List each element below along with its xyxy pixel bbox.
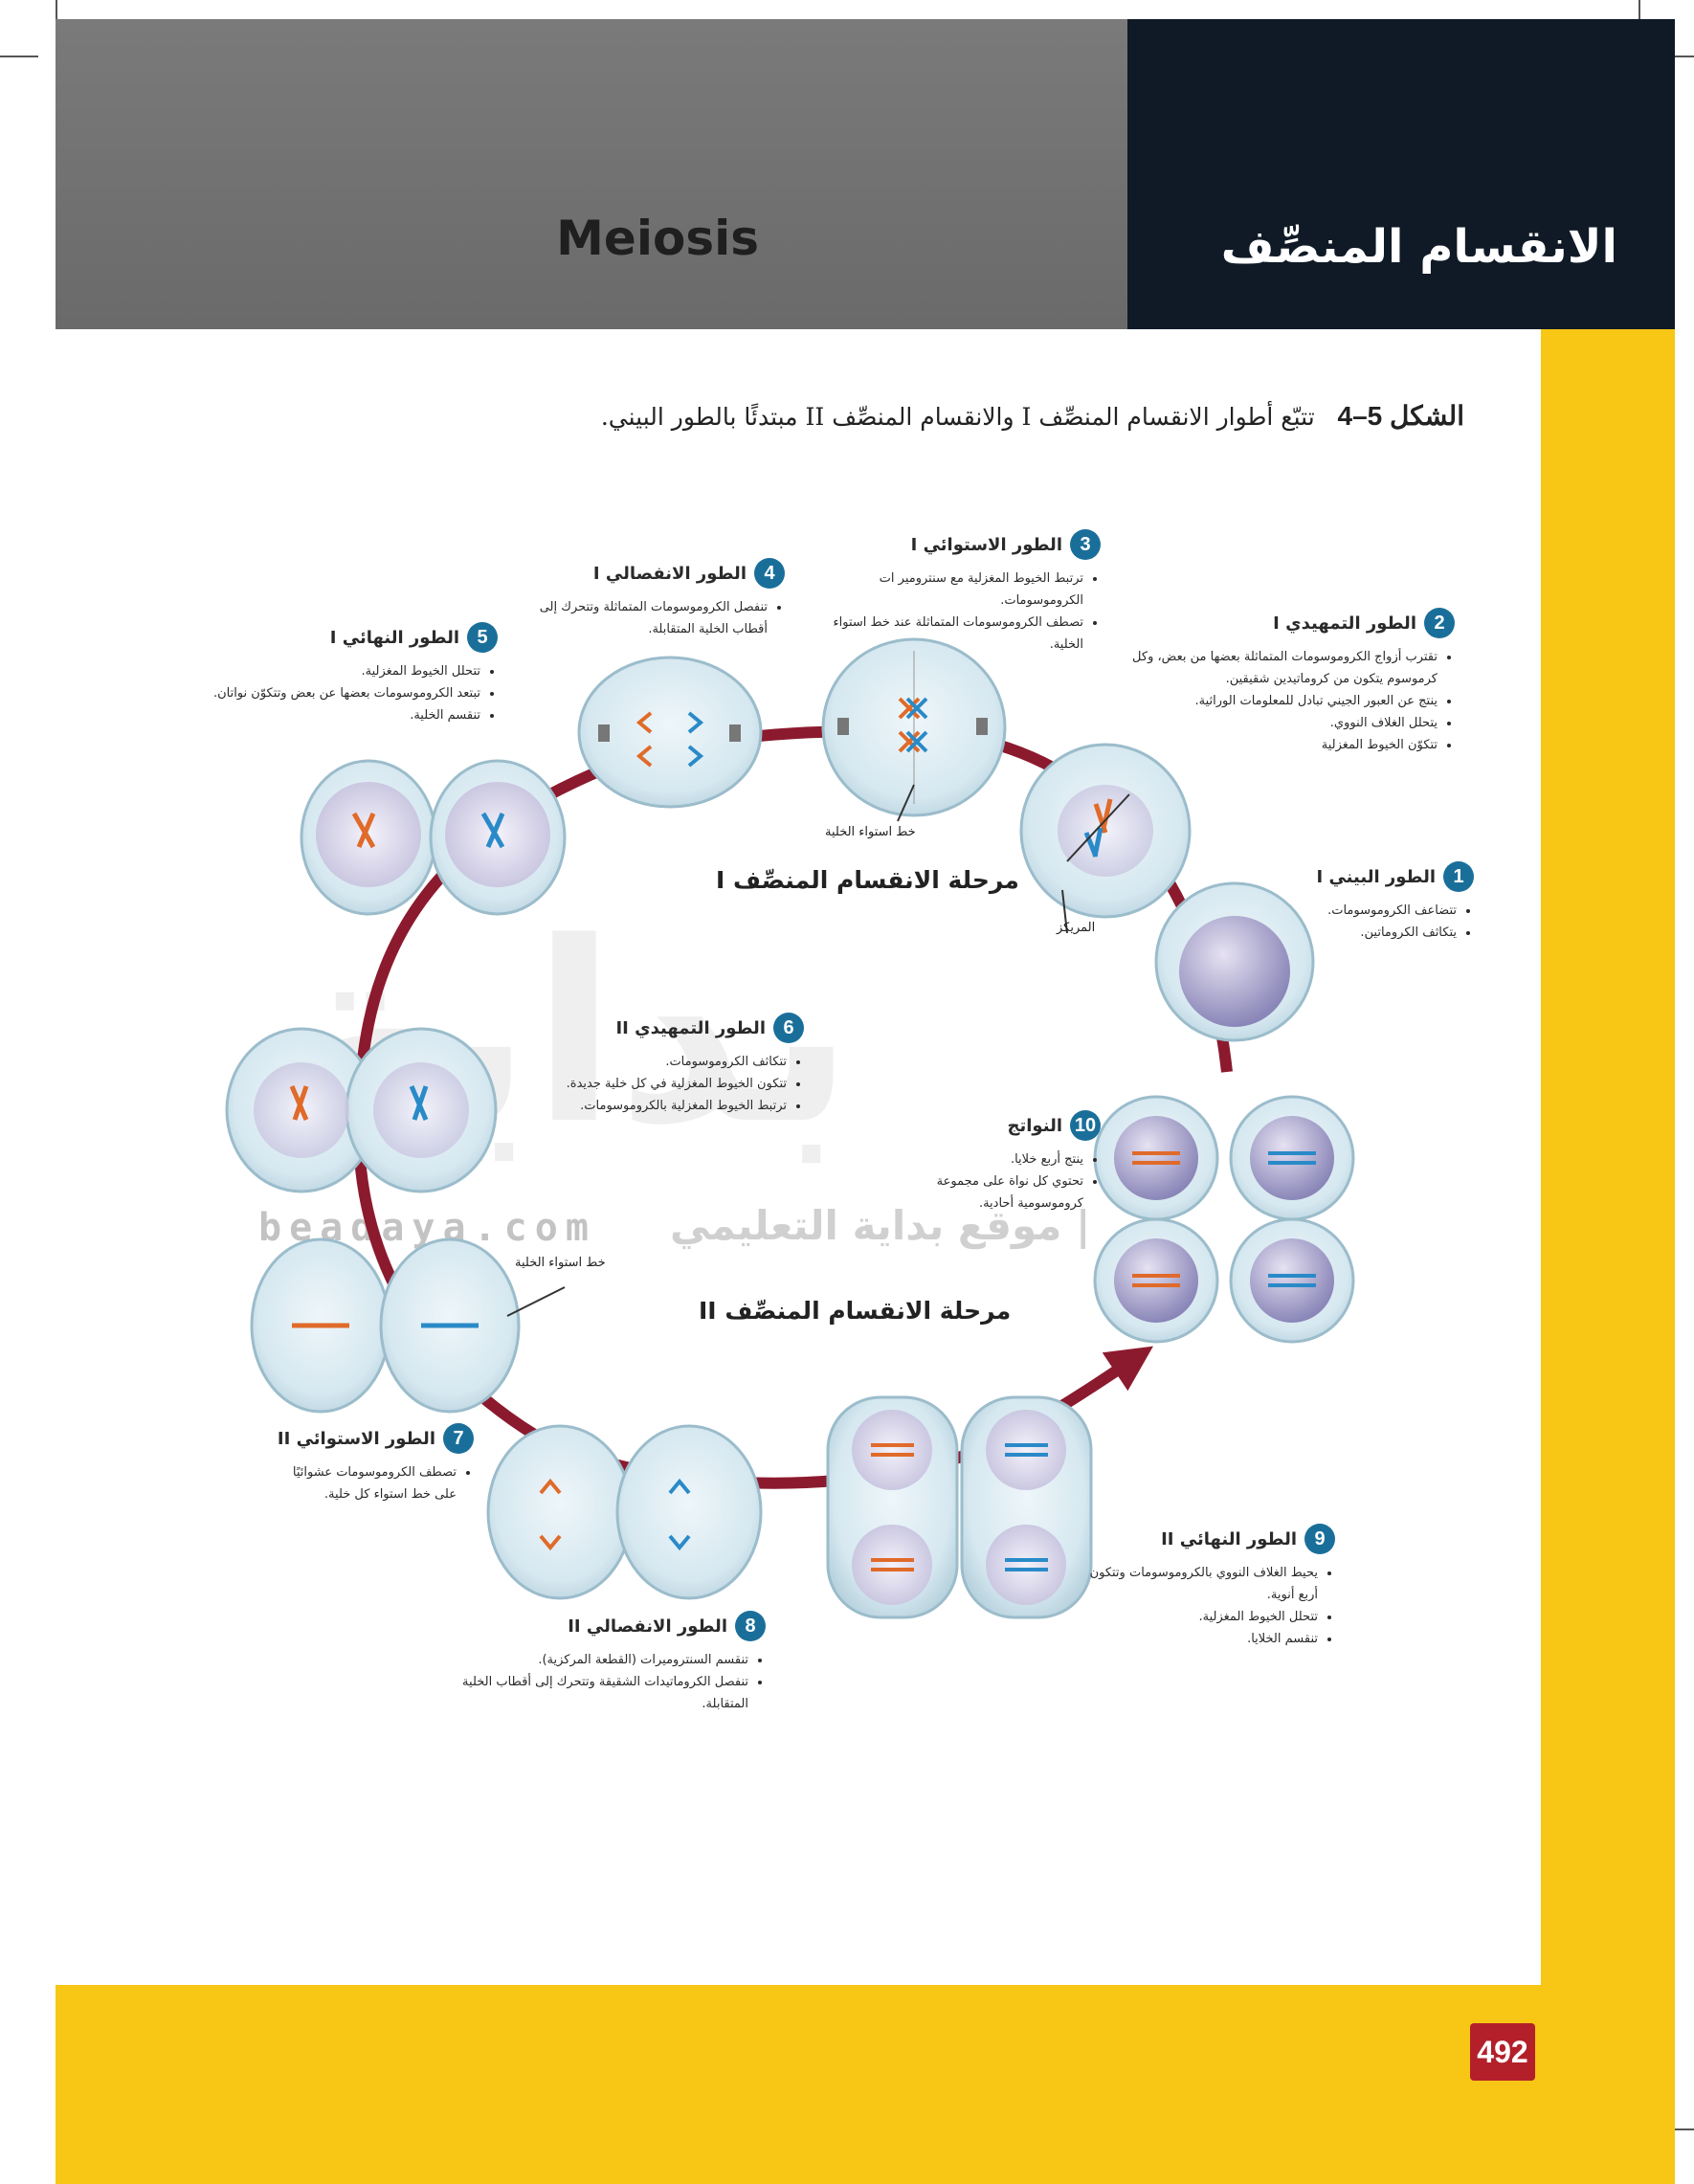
stage-item: تنفصل الكروماتيدات الشقيقة وتتحرك إلى أق… (421, 1671, 748, 1715)
stage-10: 10 النواتج ينتج أربع خلايا.تحتوي كل نواة … (880, 1110, 1101, 1215)
stage-1: 1 الطور البيني I تتضاعف الكروموسومات.يتكا… (1282, 861, 1474, 944)
stage-item: تتكون الخيوط المغزلية في كل خلية جديدة. (507, 1073, 787, 1095)
stage-title: الطور التمهيدي II (615, 1017, 766, 1038)
cell-interphase (1154, 881, 1315, 1042)
stage-item: تتحلل الخيوط المغزلية. (1086, 1606, 1319, 1628)
cell-prophase-1 (1019, 743, 1192, 919)
stage-title: الطور الاستوائي II (277, 1428, 435, 1449)
header-dark-band: الانقسام المنصِّف (1127, 19, 1675, 329)
centriole-label: المريكز (1057, 921, 1096, 935)
equator-label-1: خط استواء الخلية (825, 825, 916, 839)
cell-products (1093, 1095, 1355, 1344)
stage-title: الطور البيني I (1316, 866, 1436, 887)
stage-item: تتكاثف الكروموسومات. (507, 1051, 787, 1073)
stage-item: تتكوّن الخيوط المغزلية (1101, 734, 1438, 756)
cell-metaphase-2 (250, 1237, 566, 1414)
stage-item: ترتبط الخيوط المغزلية بالكروموسومات. (507, 1095, 787, 1117)
stage-badge: 5 (467, 622, 498, 653)
stage-item: تتحلل الخيوط المغزلية. (187, 660, 481, 682)
stage-3: 3 الطور الاستوائي I ترتبط الخيوط المغزلية… (804, 529, 1101, 656)
stage-title: النواتج (1007, 1115, 1062, 1136)
stage-4: 4 الطور الانفصالي I تنفصل الكروموسومات ال… (536, 558, 785, 640)
stage-item: تقترب أزواج الكروموسومات المتماثلة بعضها… (1101, 646, 1438, 690)
stage-item: تنفصل الكروموسومات المتماثلة وتتحرك إلى … (536, 596, 768, 640)
stage-item: ينتج أربع خلايا. (880, 1148, 1083, 1170)
stage-item: تحتوي كل نواة على مجموعة كروموسومية أحاد… (880, 1170, 1083, 1215)
cell-anaphase-2 (486, 1424, 763, 1600)
stage-badge: 10 (1070, 1110, 1101, 1141)
cell-telophase-2 (826, 1395, 1093, 1619)
stage-item: ينتج عن العبور الجيني تبادل للمعلومات ال… (1101, 690, 1438, 712)
stage-badge: 8 (735, 1611, 766, 1641)
cell-anaphase-1 (577, 656, 763, 809)
stage-item: تتضاعف الكروموسومات. (1282, 900, 1457, 922)
stage-badge: 3 (1070, 529, 1101, 560)
stage-item: تصطف الكروموسومات عشوائيًا على خط استواء… (273, 1461, 457, 1505)
stage-title: الطور التمهيدي I (1273, 613, 1416, 634)
cell-prophase-2 (225, 1027, 498, 1193)
equator-label-2: خط استواء الخلية (515, 1256, 606, 1270)
phase-title-meiosis1: مرحلة الانقسام المنصِّف I (716, 866, 1019, 894)
stage-item: يتكاثف الكروماتين. (1282, 922, 1457, 944)
stage-badge: 7 (443, 1423, 474, 1454)
stage-badge: 6 (773, 1013, 804, 1043)
stage-item: تنقسم الخلايا. (1086, 1628, 1318, 1650)
figure-caption: الشكل 5–4 تتبّع أطوار الانقسام المنصِّف … (601, 400, 1464, 432)
stage-8: 8 الطور الانفصالي II تنقسم السنتروميرات (… (421, 1611, 766, 1715)
stage-badge: 1 (1443, 861, 1474, 892)
stage-badge: 2 (1424, 608, 1455, 638)
stage-item: يحيط الغلاف النووي بالكروموسومات وتتكون … (1086, 1562, 1318, 1606)
watermark-site: | موقع بداية التعليمي (670, 1202, 1091, 1249)
crop-mark (1656, 56, 1694, 57)
cell-telophase-1 (300, 759, 567, 916)
stage-title: الطور النهائي II (1161, 1528, 1297, 1549)
figure-label: الشكل 5–4 (1337, 401, 1464, 431)
stage-item: ترتبط الخيوط المغزلية مع سنترومير ات الك… (804, 568, 1083, 612)
stage-9: 9 الطور النهائي II يحيط الغلاف النووي بال… (1086, 1524, 1335, 1650)
header-title-ar: الانقسام المنصِّف (1220, 220, 1617, 274)
stage-item: تنقسم الخلية. (187, 704, 480, 726)
crop-mark (1656, 2128, 1694, 2130)
equator-leader-line (897, 784, 915, 822)
stage-title: الطور الانفصالي II (568, 1616, 727, 1637)
header-gray-band: Meiosis (56, 19, 1127, 329)
crop-mark (0, 56, 38, 57)
cell-metaphase-1 (821, 637, 1007, 817)
stage-2: 2 الطور التمهيدي I تقترب أزواج الكروموسوم… (1101, 608, 1455, 756)
page-number: 492 (1470, 2023, 1535, 2081)
stage-item: تصطف الكروموسومات المتماثلة عند خط استوا… (804, 612, 1083, 656)
stage-item: تبتعد الكروموسومات بعضها عن بعض وتتكوّن … (187, 682, 480, 704)
stage-7: 7 الطور الاستوائي II تصطف الكروموسومات عش… (273, 1423, 474, 1505)
stage-title: الطور الاستوائي I (910, 534, 1062, 555)
footer-color-bar (56, 1985, 1675, 2184)
figure-caption-text: تتبّع أطوار الانقسام المنصِّف I والانقسا… (600, 403, 1315, 431)
stage-title: الطور النهائي I (329, 627, 459, 648)
stage-badge: 4 (754, 558, 785, 589)
stage-item: تنقسم السنتروميرات (القطعة المركزية). (421, 1649, 748, 1671)
stage-badge: 9 (1304, 1524, 1335, 1554)
centriole-leader-line (1061, 889, 1068, 934)
side-color-bar (1541, 329, 1675, 1985)
stage-title: الطور الانفصالي I (592, 563, 747, 584)
stage-item: يتحلل الغلاف النووي. (1101, 712, 1438, 734)
phase-title-meiosis2: مرحلة الانقسام المنصِّف II (699, 1297, 1012, 1325)
header-title-en: Meiosis (556, 211, 759, 266)
